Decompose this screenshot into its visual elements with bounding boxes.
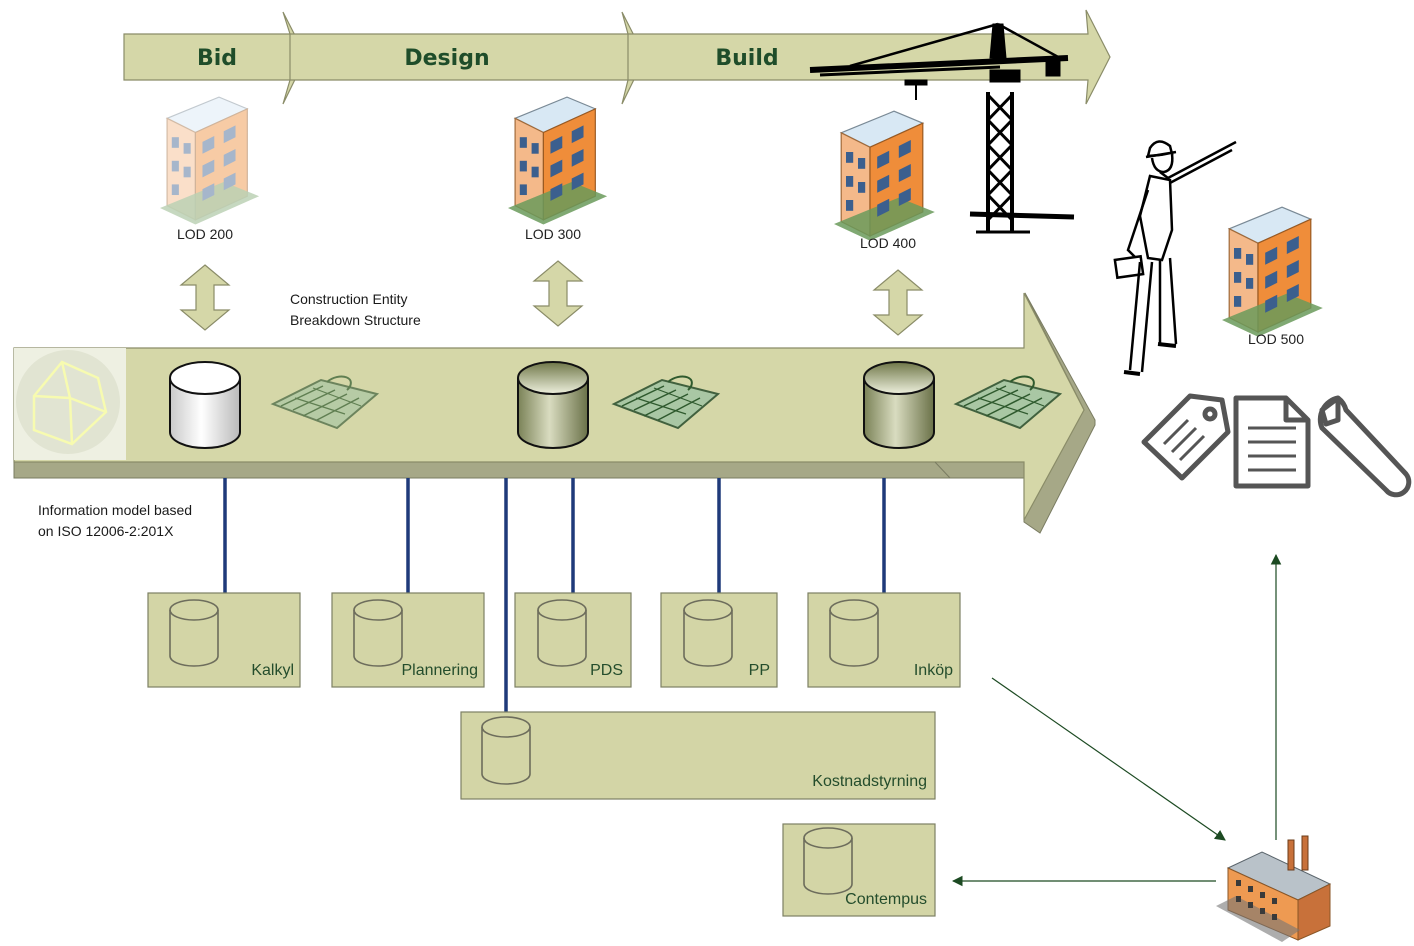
system-label-pds: PDS	[590, 662, 623, 679]
building-icon	[159, 96, 260, 235]
double-arrow-icon	[179, 260, 924, 336]
building-icon	[833, 110, 936, 252]
system-label-kalkyl: Kalkyl	[251, 662, 294, 679]
database-icon	[517, 361, 589, 449]
system-box-pds: PDS	[514, 592, 632, 688]
factory-icon	[1216, 835, 1332, 942]
house-outline-icon	[16, 350, 120, 454]
system-label-inkop: Inköp	[914, 662, 953, 679]
lod-200-label: LOD 200	[177, 226, 233, 242]
system-box-plannering: Plannering	[331, 592, 485, 688]
info-model-label-line1: Information model based	[38, 502, 192, 518]
system-label-plannering: Plannering	[402, 662, 479, 679]
phase-design-label: Design	[404, 46, 489, 71]
system-label-contempus: Contempus	[845, 891, 927, 908]
lod-400-label: LOD 400	[860, 235, 916, 251]
info-model-label-line2: on ISO 12006-2:201X	[38, 523, 174, 539]
cebs-label-line2: Breakdown Structure	[290, 312, 421, 328]
building-icon	[1221, 206, 1324, 347]
cebs-label-line1: Construction Entity	[290, 291, 408, 307]
wrench-icon	[1317, 395, 1412, 498]
system-box-kostnadstyrning: Kostnadstyrning	[460, 711, 936, 800]
phase-bid-label: Bid	[197, 46, 237, 71]
phase-build-label: Build	[715, 46, 778, 71]
engineer-icon	[1113, 140, 1237, 376]
system-label-kostnadstyrning: Kostnadstyrning	[812, 773, 927, 790]
flow-arrows	[951, 553, 1282, 887]
database-icon	[169, 361, 241, 449]
database-icon	[863, 361, 935, 449]
tag-icon	[1141, 393, 1231, 481]
tower-crane-icon	[809, 22, 1075, 234]
system-box-inkop: Inköp	[807, 592, 961, 688]
lod-500-label: LOD 500	[1248, 331, 1304, 347]
phase-timeline-arrow: Bid Design Build	[123, 9, 1111, 105]
document-icon	[1233, 395, 1311, 489]
system-box-pp: PP	[660, 592, 778, 688]
building-icon	[507, 96, 608, 235]
system-box-contempus: Contempus	[782, 823, 936, 917]
system-label-pp: PP	[749, 662, 770, 679]
system-box-kalkyl: Kalkyl	[147, 592, 301, 688]
system-connectors	[223, 478, 886, 714]
lod-300-label: LOD 300	[525, 226, 581, 242]
